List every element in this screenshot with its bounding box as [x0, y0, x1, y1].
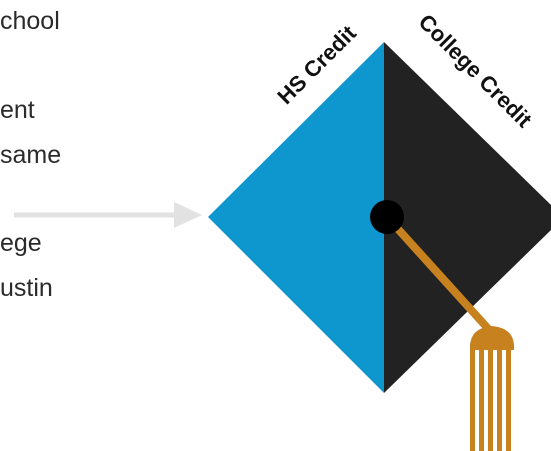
right-arrow-icon	[14, 202, 202, 228]
left-text-line-4: ege	[0, 229, 42, 257]
college-credit-half	[384, 42, 551, 393]
left-text-line-3: same	[0, 141, 62, 169]
cap-button	[370, 200, 404, 234]
tassel-icon	[470, 326, 514, 451]
tassel-cord	[384, 214, 496, 337]
left-text-line-5: ustin	[0, 274, 53, 302]
left-text-line-2: ent	[0, 96, 35, 124]
hs-credit-half	[208, 42, 384, 393]
left-text-line-1: chool	[0, 7, 60, 35]
